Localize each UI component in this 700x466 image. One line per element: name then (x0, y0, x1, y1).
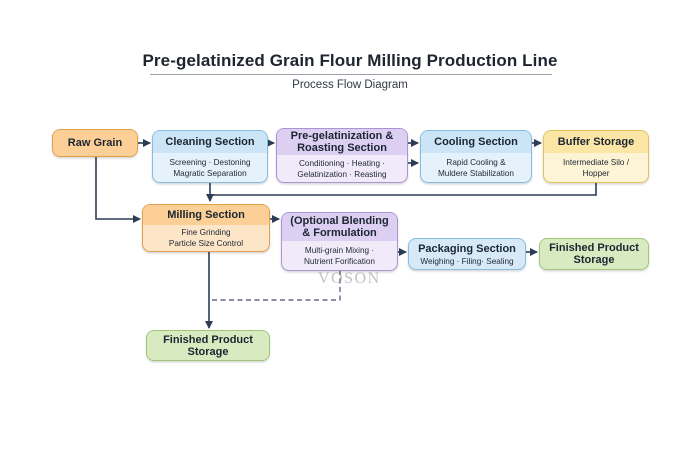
node-pregelatinization-section: Pre-gelatinization & Roasting Section Co… (276, 128, 408, 183)
optional-bypass-dashed (212, 271, 341, 301)
node-finished-product-storage-right: Finished Product Storage (539, 238, 649, 270)
node-pregel-line-2: Gelatinization · Reasting (297, 169, 387, 179)
node-pregel-title-2: Roasting Section (297, 142, 387, 154)
node-cleaning-line-1: Screening · Destoning (169, 157, 251, 167)
watermark-text: VOSON (318, 270, 381, 287)
node-buffer-line-1: Intermediate Silo / (563, 157, 629, 167)
node-milling-section: Milling Section Fine Grinding Particle S… (142, 204, 270, 252)
node-blending-line-1: Multi-grain Mixing · (304, 245, 375, 255)
node-pregel-line-1: Conditioning · Heating · (298, 158, 386, 168)
node-cooling-line-2: Muldere Stabilization (437, 168, 514, 178)
node-cooling-section: Cooling Section Rapid Cooling & Muldere … (420, 130, 532, 183)
node-blending-line-2: Nutrient Forification (304, 256, 375, 266)
node-raw-grain-title: Raw Grain (53, 130, 137, 156)
node-cleaning-title: Cleaning Section (153, 131, 267, 153)
node-milling-line-1: Fine Grinding (181, 228, 231, 237)
node-buffer-line-2: Hopper (582, 168, 610, 178)
node-buffer-storage: Buffer Storage Intermediate Silo / Hoppe… (543, 130, 649, 183)
node-cooling-line-1: Rapid Cooling & (446, 157, 506, 167)
node-milling-line-2: Particle Size Control (168, 239, 244, 248)
node-finished-product-storage-bottom: Finished Product Storage (146, 330, 270, 361)
node-blending-title-1: (Optional Blending (290, 215, 389, 227)
node-finished-bottom-title-1: Finished Product (163, 333, 253, 346)
node-packaging-section: Packaging Section Weighing · Filing· Sea… (408, 238, 526, 270)
node-packaging-line-1: Weighing · Filing· Sealing (420, 257, 514, 266)
node-packaging-title: Packaging Section (418, 243, 516, 255)
line-buffer-return (210, 183, 597, 196)
node-cleaning-section: Cleaning Section Screening · Destoning M… (152, 130, 268, 183)
node-blending-title-2: & Formulation (302, 227, 377, 239)
node-finished-right-title-1: Finished Product (549, 242, 639, 254)
node-cleaning-line-2: Magratic Separation (173, 168, 247, 178)
node-finished-bottom-title-2: Storage (187, 345, 229, 358)
node-cooling-title: Cooling Section (421, 131, 531, 153)
node-milling-title: Milling Section (143, 205, 269, 225)
node-buffer-title: Buffer Storage (544, 131, 648, 153)
node-pregel-title-1: Pre-gelatinization & (290, 130, 394, 142)
node-optional-blending: (Optional Blending & Formulation Multi-g… (281, 212, 398, 271)
arrow-raw-to-milling (95, 157, 141, 223)
diagram-title: Pre-gelatinized Grain Flour Milling Prod… (142, 51, 558, 70)
title-divider (150, 74, 552, 75)
node-finished-right-title-2: Storage (573, 254, 615, 266)
node-raw-grain: Raw Grain (52, 129, 138, 157)
diagram-subtitle: Process Flow Diagram (292, 79, 408, 91)
